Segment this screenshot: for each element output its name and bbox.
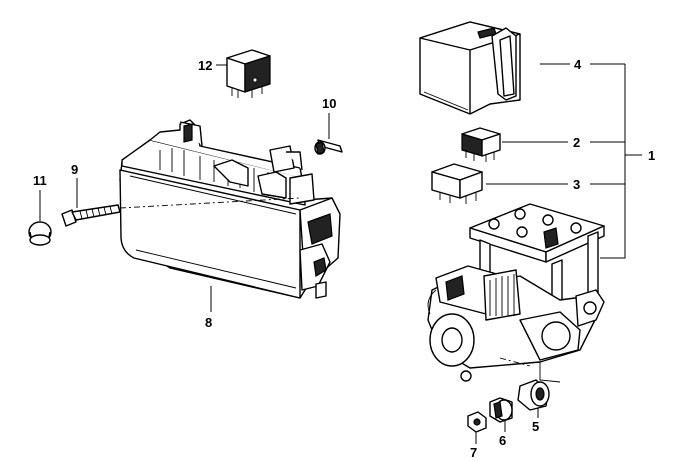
relay-3-icon	[431, 163, 483, 204]
callout-12: 12	[198, 58, 212, 73]
callout-5: 5	[532, 419, 539, 434]
pin-10-icon	[314, 139, 343, 155]
callout-10: 10	[322, 96, 336, 111]
plug-cap-11-icon	[28, 221, 52, 246]
cover-4-icon	[419, 21, 521, 115]
callout-7: 7	[470, 445, 477, 460]
bracket-housing-8-icon	[119, 119, 341, 299]
callout-8: 8	[205, 315, 212, 330]
callout-3: 3	[573, 177, 580, 192]
callout-11: 11	[33, 173, 47, 188]
relay-12-icon	[226, 49, 271, 98]
callout-1: 1	[648, 148, 655, 163]
bushing-5-icon	[517, 379, 550, 411]
nut-7-icon	[467, 411, 487, 433]
centre-line-8	[119, 197, 301, 209]
centre-line-1	[499, 357, 531, 367]
callout-9: 9	[71, 162, 78, 177]
relay-2-icon	[461, 127, 501, 162]
hydraulic-unit-1-icon	[427, 203, 605, 383]
callout-2: 2	[573, 135, 580, 150]
callout-4: 4	[574, 57, 582, 72]
bracket-1	[600, 64, 626, 259]
bolt-6-icon	[489, 397, 513, 423]
callout-6: 6	[499, 433, 506, 448]
screw-9-icon	[61, 204, 121, 227]
